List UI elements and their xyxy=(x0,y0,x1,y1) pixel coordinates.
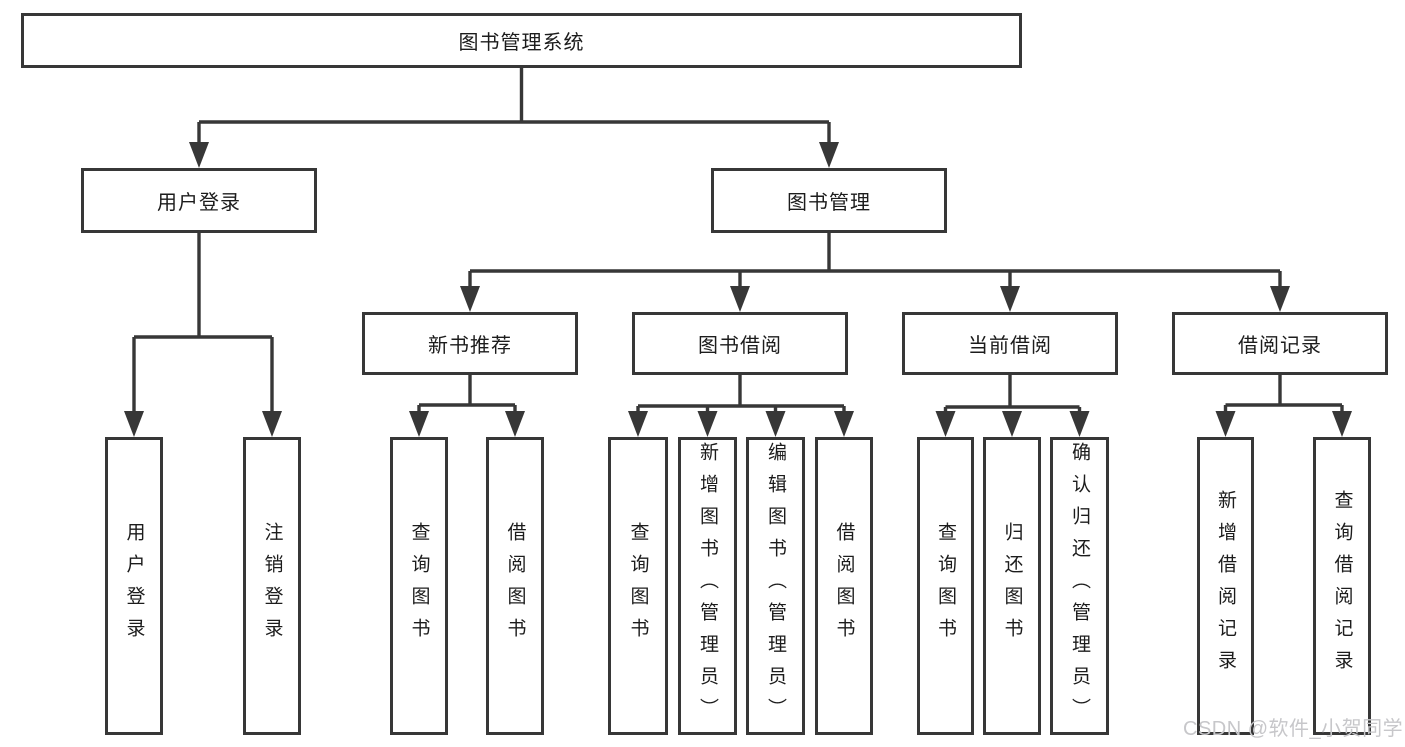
leaf-label: 查询图书 xyxy=(935,522,956,650)
leaf-label: 确认归还（管理员） xyxy=(1069,442,1090,730)
leaf-user-login: 用户登录 xyxy=(105,437,163,735)
leaf-label: 归还图书 xyxy=(1001,522,1023,650)
leaf-confirm-return-admin: 确认归还（管理员） xyxy=(1050,437,1109,735)
connector-root xyxy=(197,68,831,144)
connector-book-mgmt xyxy=(468,233,1282,288)
leaf-label: 编辑图书（管理员） xyxy=(765,442,786,730)
arrowhead xyxy=(1270,286,1290,312)
arrowhead xyxy=(505,411,525,437)
arrowhead xyxy=(124,411,144,437)
leaf-label: 查询借阅记录 xyxy=(1331,490,1353,682)
node-root-system: 图书管理系统 xyxy=(21,13,1022,68)
node-borrowing-records: 借阅记录 xyxy=(1172,312,1388,375)
arrowhead xyxy=(460,286,480,312)
connector-current-borrow xyxy=(943,375,1082,413)
arrowhead xyxy=(262,411,282,437)
arrowhead xyxy=(935,411,956,437)
leaf-query-books-borrow: 查询图书 xyxy=(608,437,668,735)
node-user-login-branch: 用户登录 xyxy=(81,168,317,233)
node-new-book-recommend: 新书推荐 xyxy=(362,312,578,375)
leaf-query-borrow-record: 查询借阅记录 xyxy=(1313,437,1371,735)
node-book-management-branch: 图书管理 xyxy=(711,168,947,233)
leaf-query-books-current: 查询图书 xyxy=(917,437,974,735)
arrowhead xyxy=(1000,286,1020,312)
connector-borrow-records xyxy=(1223,375,1344,413)
leaf-add-books-admin: 新增图书（管理员） xyxy=(678,437,737,735)
arrowhead xyxy=(1002,411,1022,437)
leaf-label: 借阅图书 xyxy=(504,522,526,650)
connector-new-books xyxy=(417,375,517,413)
arrowhead xyxy=(697,411,718,437)
leaf-label: 借阅图书 xyxy=(833,522,855,650)
arrowhead xyxy=(1332,411,1352,437)
leaf-label: 新增图书（管理员） xyxy=(697,442,718,730)
connector-user-login xyxy=(132,233,274,413)
leaf-query-books-recommend: 查询图书 xyxy=(390,437,448,735)
csdn-watermark: CSDN @软件_小贺同学 xyxy=(1183,718,1404,740)
arrowhead xyxy=(189,142,209,168)
leaf-return-books: 归还图书 xyxy=(983,437,1041,735)
node-current-borrowing: 当前借阅 xyxy=(902,312,1118,375)
leaf-label: 查询图书 xyxy=(627,522,649,650)
connector-book-borrow xyxy=(636,375,846,413)
arrowhead xyxy=(409,411,429,437)
leaf-add-borrow-record: 新增借阅记录 xyxy=(1197,437,1254,735)
leaf-borrow-books: 借阅图书 xyxy=(815,437,873,735)
leaf-logout: 注销登录 xyxy=(243,437,301,735)
leaf-label: 用户登录 xyxy=(123,522,145,650)
arrowhead xyxy=(819,142,839,168)
leaf-edit-books-admin: 编辑图书（管理员） xyxy=(746,437,805,735)
leaf-label: 查询图书 xyxy=(408,522,430,650)
node-book-borrowing: 图书借阅 xyxy=(632,312,848,375)
arrowhead xyxy=(765,411,786,437)
leaf-borrow-books-recommend: 借阅图书 xyxy=(486,437,544,735)
arrowhead xyxy=(1069,411,1090,437)
arrowhead xyxy=(834,411,854,437)
leaf-label: 注销登录 xyxy=(261,522,283,650)
arrowhead xyxy=(730,286,750,312)
arrowhead xyxy=(628,411,648,437)
leaf-label: 新增借阅记录 xyxy=(1215,490,1236,682)
arrowhead xyxy=(1215,411,1236,437)
